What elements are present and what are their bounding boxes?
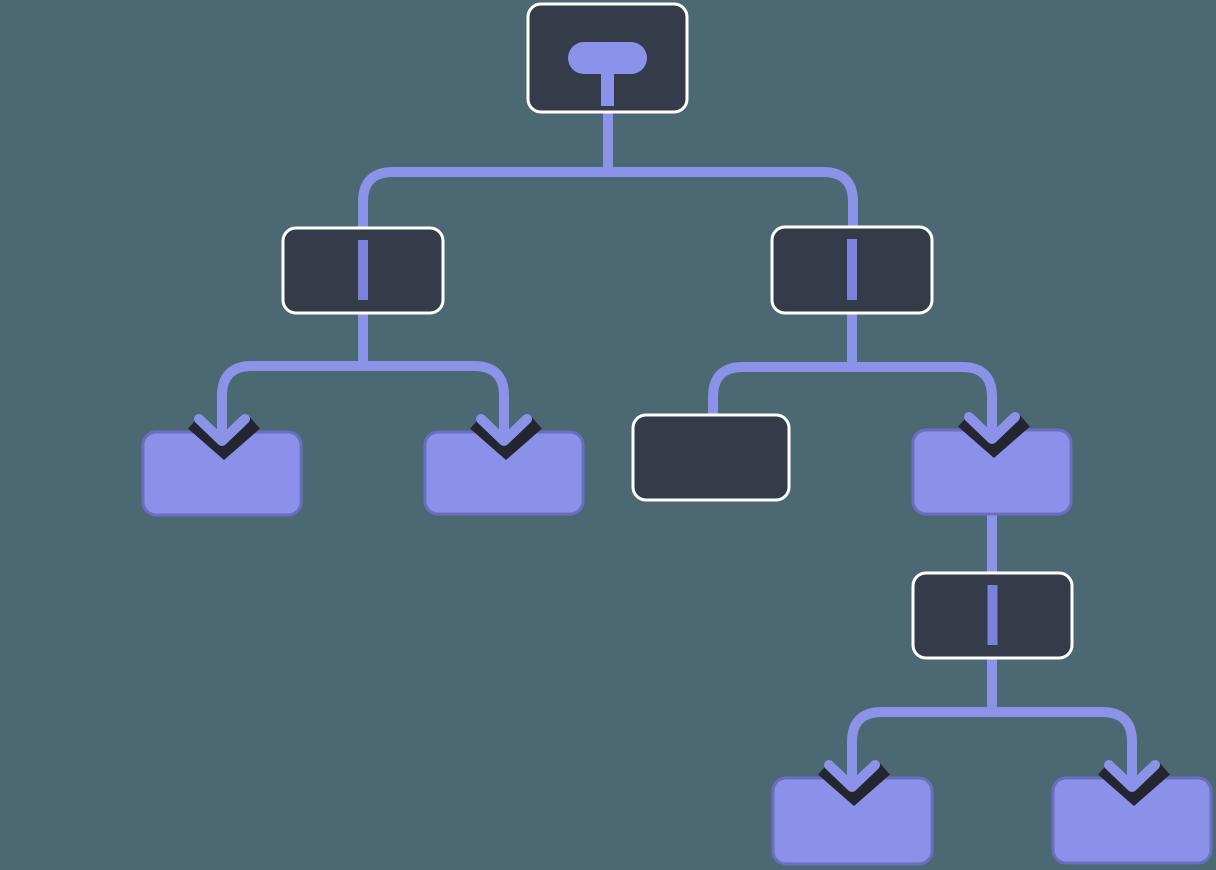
arrow-chevron (476, 414, 532, 446)
connector-level1-bracket (358, 167, 858, 233)
arrow-chevron (194, 414, 250, 446)
connector-right-bracket-right (847, 362, 997, 429)
arrow-down-icon (1098, 751, 1170, 806)
connector-left-bracket-right (358, 361, 509, 431)
node-branch-sub (911, 571, 1074, 660)
pill-stem (601, 72, 614, 106)
node-root (526, 2, 689, 114)
node-branch-right (770, 225, 934, 315)
node-node-plain (631, 413, 791, 502)
arrow-shadow-chevron (818, 763, 890, 806)
arrow-shadow-chevron (958, 415, 1030, 458)
dark-node-body (631, 413, 791, 502)
arrow-chevron (824, 760, 880, 792)
connector-bottom-bracket-left (847, 707, 997, 777)
arrow-down-icon (470, 405, 542, 460)
arrow-shadow-chevron (188, 417, 260, 460)
arrow-chevron (964, 412, 1020, 444)
arrow-shadow-chevron (470, 417, 542, 460)
arrow-down-icon (818, 751, 890, 806)
arrow-down-icon (188, 405, 260, 460)
connector-left-bracket-left (217, 361, 368, 431)
connector-bottom-bracket-right (987, 707, 1137, 777)
connector-right-bracket-left (708, 362, 857, 418)
arrow-down-icon (958, 403, 1030, 458)
pill-connector-icon (568, 42, 647, 74)
node-branch-left (281, 226, 445, 315)
arrow-chevron (1104, 760, 1160, 792)
arrow-shadow-chevron (1098, 763, 1170, 806)
